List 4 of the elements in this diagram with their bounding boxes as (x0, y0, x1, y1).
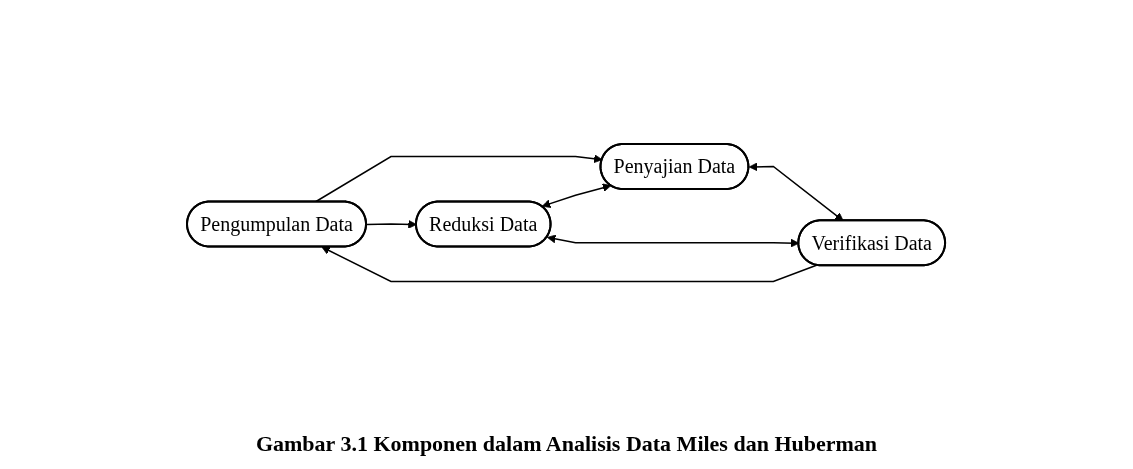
arrow (542, 183, 612, 208)
arrow (321, 246, 818, 282)
arrow (749, 162, 844, 221)
caption: Gambar 3.1 Komponen dalam Analisis Data Miles dan Huberman (255, 431, 878, 457)
